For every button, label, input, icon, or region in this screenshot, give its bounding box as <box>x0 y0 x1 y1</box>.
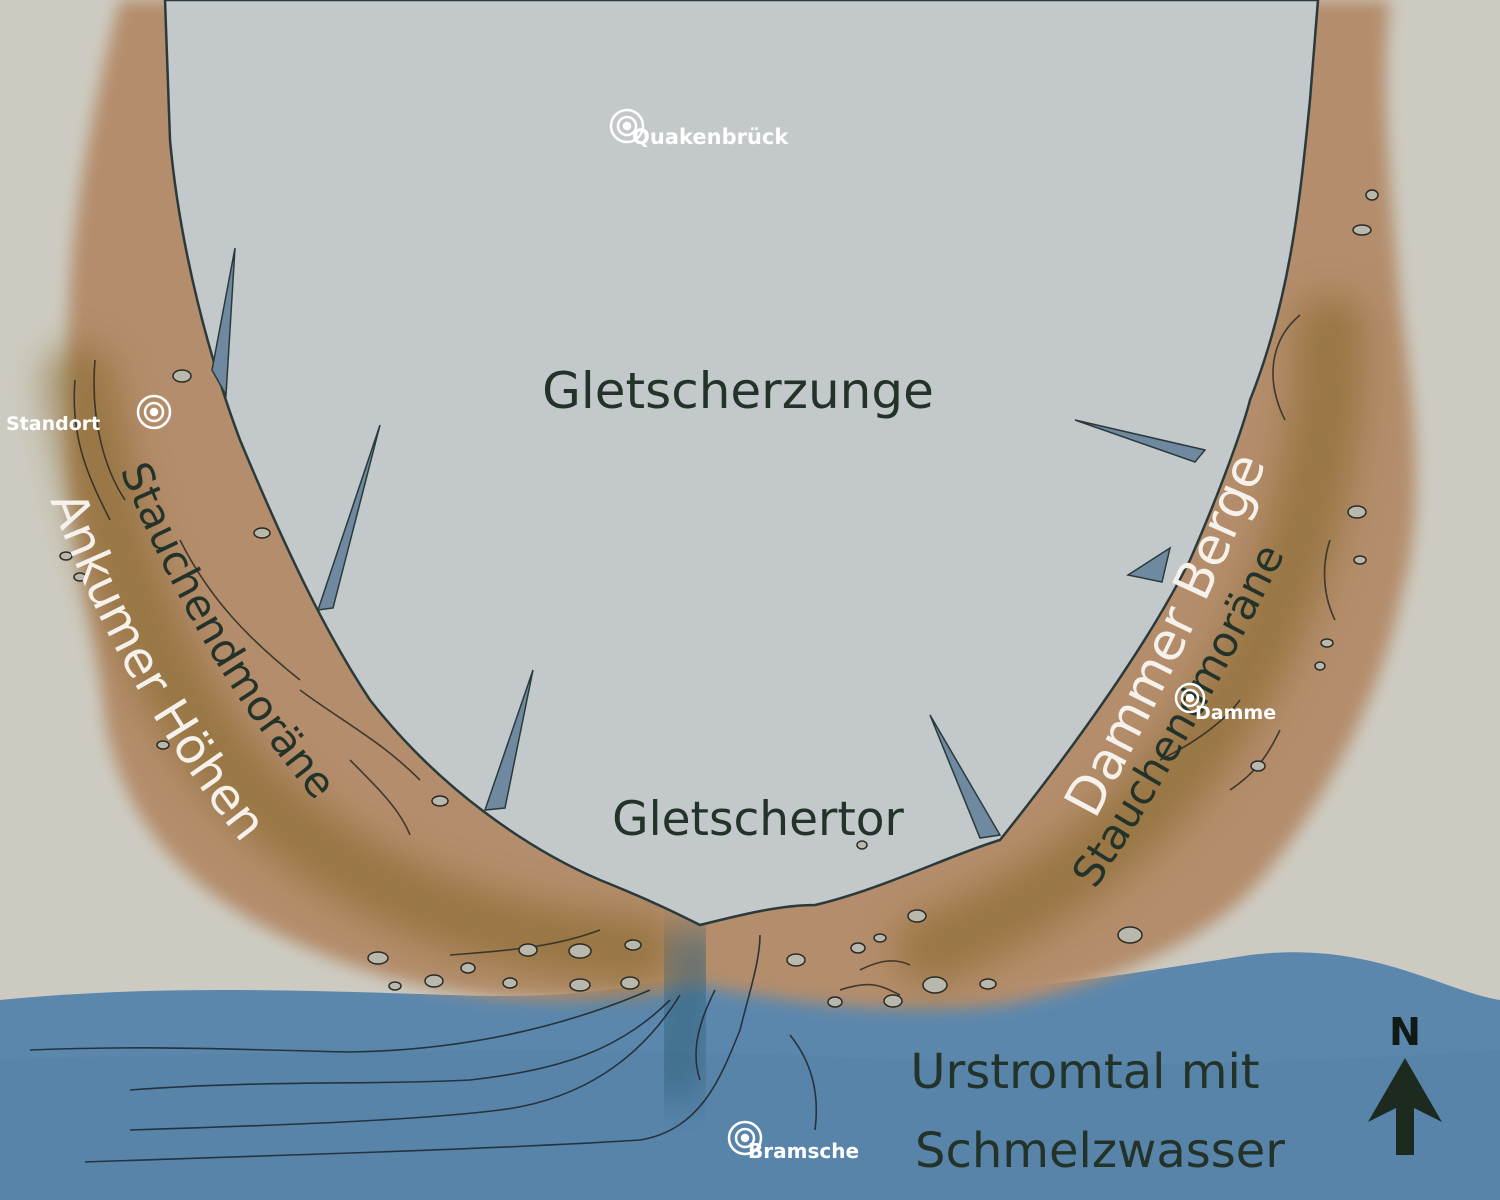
meltwater-stream-lines <box>29 934 818 1163</box>
place-target-icon <box>136 394 172 430</box>
place-target-icon <box>609 108 645 144</box>
moraine-core-left <box>45 345 675 985</box>
place-target-icon <box>727 1120 763 1156</box>
meltwater-valley-shade <box>0 1050 1500 1200</box>
valley-label-line2: Schmelzwasser <box>915 1123 1285 1179</box>
place-quakenbrueck: Quakenbrück <box>609 108 789 149</box>
place-label: Damme <box>1195 702 1276 724</box>
place-damme: Damme <box>1174 682 1276 724</box>
place-label: Quakenbrück <box>632 125 789 149</box>
boulders <box>59 189 1379 1008</box>
glacier-tongue <box>163 0 1320 927</box>
north-compass: N <box>1368 1010 1442 1155</box>
place-bramsche: Bramsche <box>727 1120 859 1163</box>
north-arrow-icon <box>1368 1058 1442 1155</box>
moraine-core-right <box>895 295 1365 985</box>
glacier-outlet-flow <box>640 925 730 1105</box>
moraine-ridge-lines <box>73 314 1336 996</box>
place-target-icon <box>1174 682 1206 714</box>
north-letter: N <box>1389 1010 1421 1054</box>
glacier-gate-label: Gletschertor <box>612 792 904 847</box>
place-label: Bramsche <box>748 1139 859 1163</box>
place-label: Standort <box>6 413 100 435</box>
valley-label-line1: Urstromtal mit <box>910 1044 1259 1100</box>
crevasses <box>211 247 1207 839</box>
glacier-tongue-label: Gletscherzunge <box>542 362 934 420</box>
place-standort: Standort <box>6 394 172 435</box>
